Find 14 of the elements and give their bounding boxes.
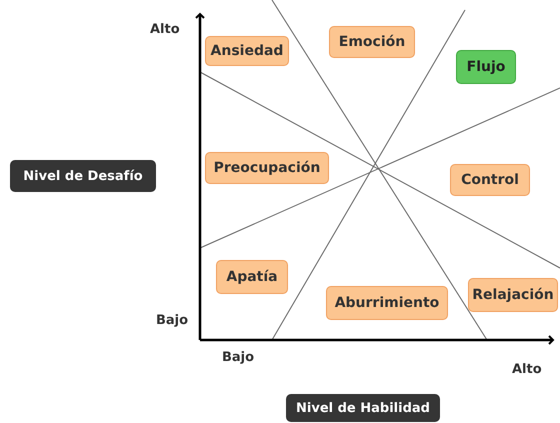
zone-label: Flujo (456, 50, 516, 84)
zone-label: Emoción (329, 26, 415, 58)
axis-level-label: Alto (150, 22, 180, 37)
axis-level-label: Bajo (222, 350, 254, 365)
axis-title-label: Nivel de Habilidad (286, 394, 440, 422)
zone-label: Ansiedad (205, 36, 289, 66)
zone-label: Preocupación (205, 152, 329, 184)
zone-label: Aburrimiento (326, 286, 448, 320)
zone-label: Apatía (216, 260, 288, 294)
axis-title-label: Nivel de Desafío (10, 160, 156, 192)
zone-label: Relajación (468, 278, 558, 312)
axis-level-label: Alto (512, 362, 542, 377)
zone-label: Control (450, 164, 530, 196)
axis-level-label: Bajo (156, 313, 188, 328)
